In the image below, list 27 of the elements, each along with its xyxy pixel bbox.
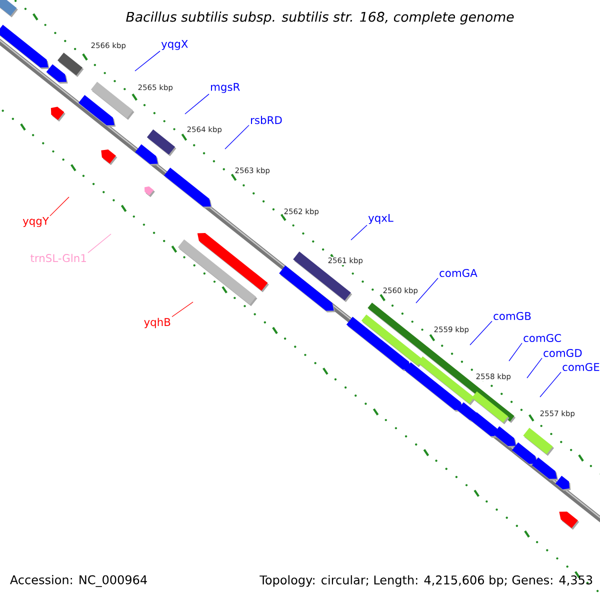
accession-text: Accession: NC_000964: [10, 575, 147, 587]
gene-label: comGE: [562, 362, 600, 372]
gene-label: yqgY: [22, 217, 49, 227]
gene-label: yqgX: [161, 40, 188, 50]
genome-info-text: Topology: circular; Length: 4,215,606 bp; Genes: 4,353: [260, 575, 592, 587]
leader-line: [540, 372, 562, 398]
leader-line: [526, 358, 542, 378]
leader-line: [134, 50, 160, 72]
leader-line: [350, 224, 368, 240]
leader-line: [470, 320, 492, 346]
leader-line: [508, 342, 522, 362]
gene-label: comGC: [524, 334, 561, 342]
gene-label: comGD: [544, 348, 582, 358]
gene-label: yqhB: [144, 318, 170, 328]
gene-label: rsbRD: [251, 116, 282, 124]
leader-line: [224, 124, 250, 150]
leader-line: [184, 94, 210, 114]
gene-label: mgsR: [211, 83, 240, 93]
leader-line: [172, 302, 194, 318]
gene-label: trnSL-Gln1: [30, 254, 86, 262]
leader-line: [88, 234, 112, 254]
title: Bacillus subtilis subsp. subtilis str. 168, complete genome: [126, 12, 514, 24]
gene-label: comGB: [494, 312, 531, 320]
leader-line: [416, 278, 438, 304]
leader-line: [50, 196, 70, 216]
gene-label: comGA: [440, 268, 478, 278]
gene-label: yqxL: [368, 214, 394, 224]
